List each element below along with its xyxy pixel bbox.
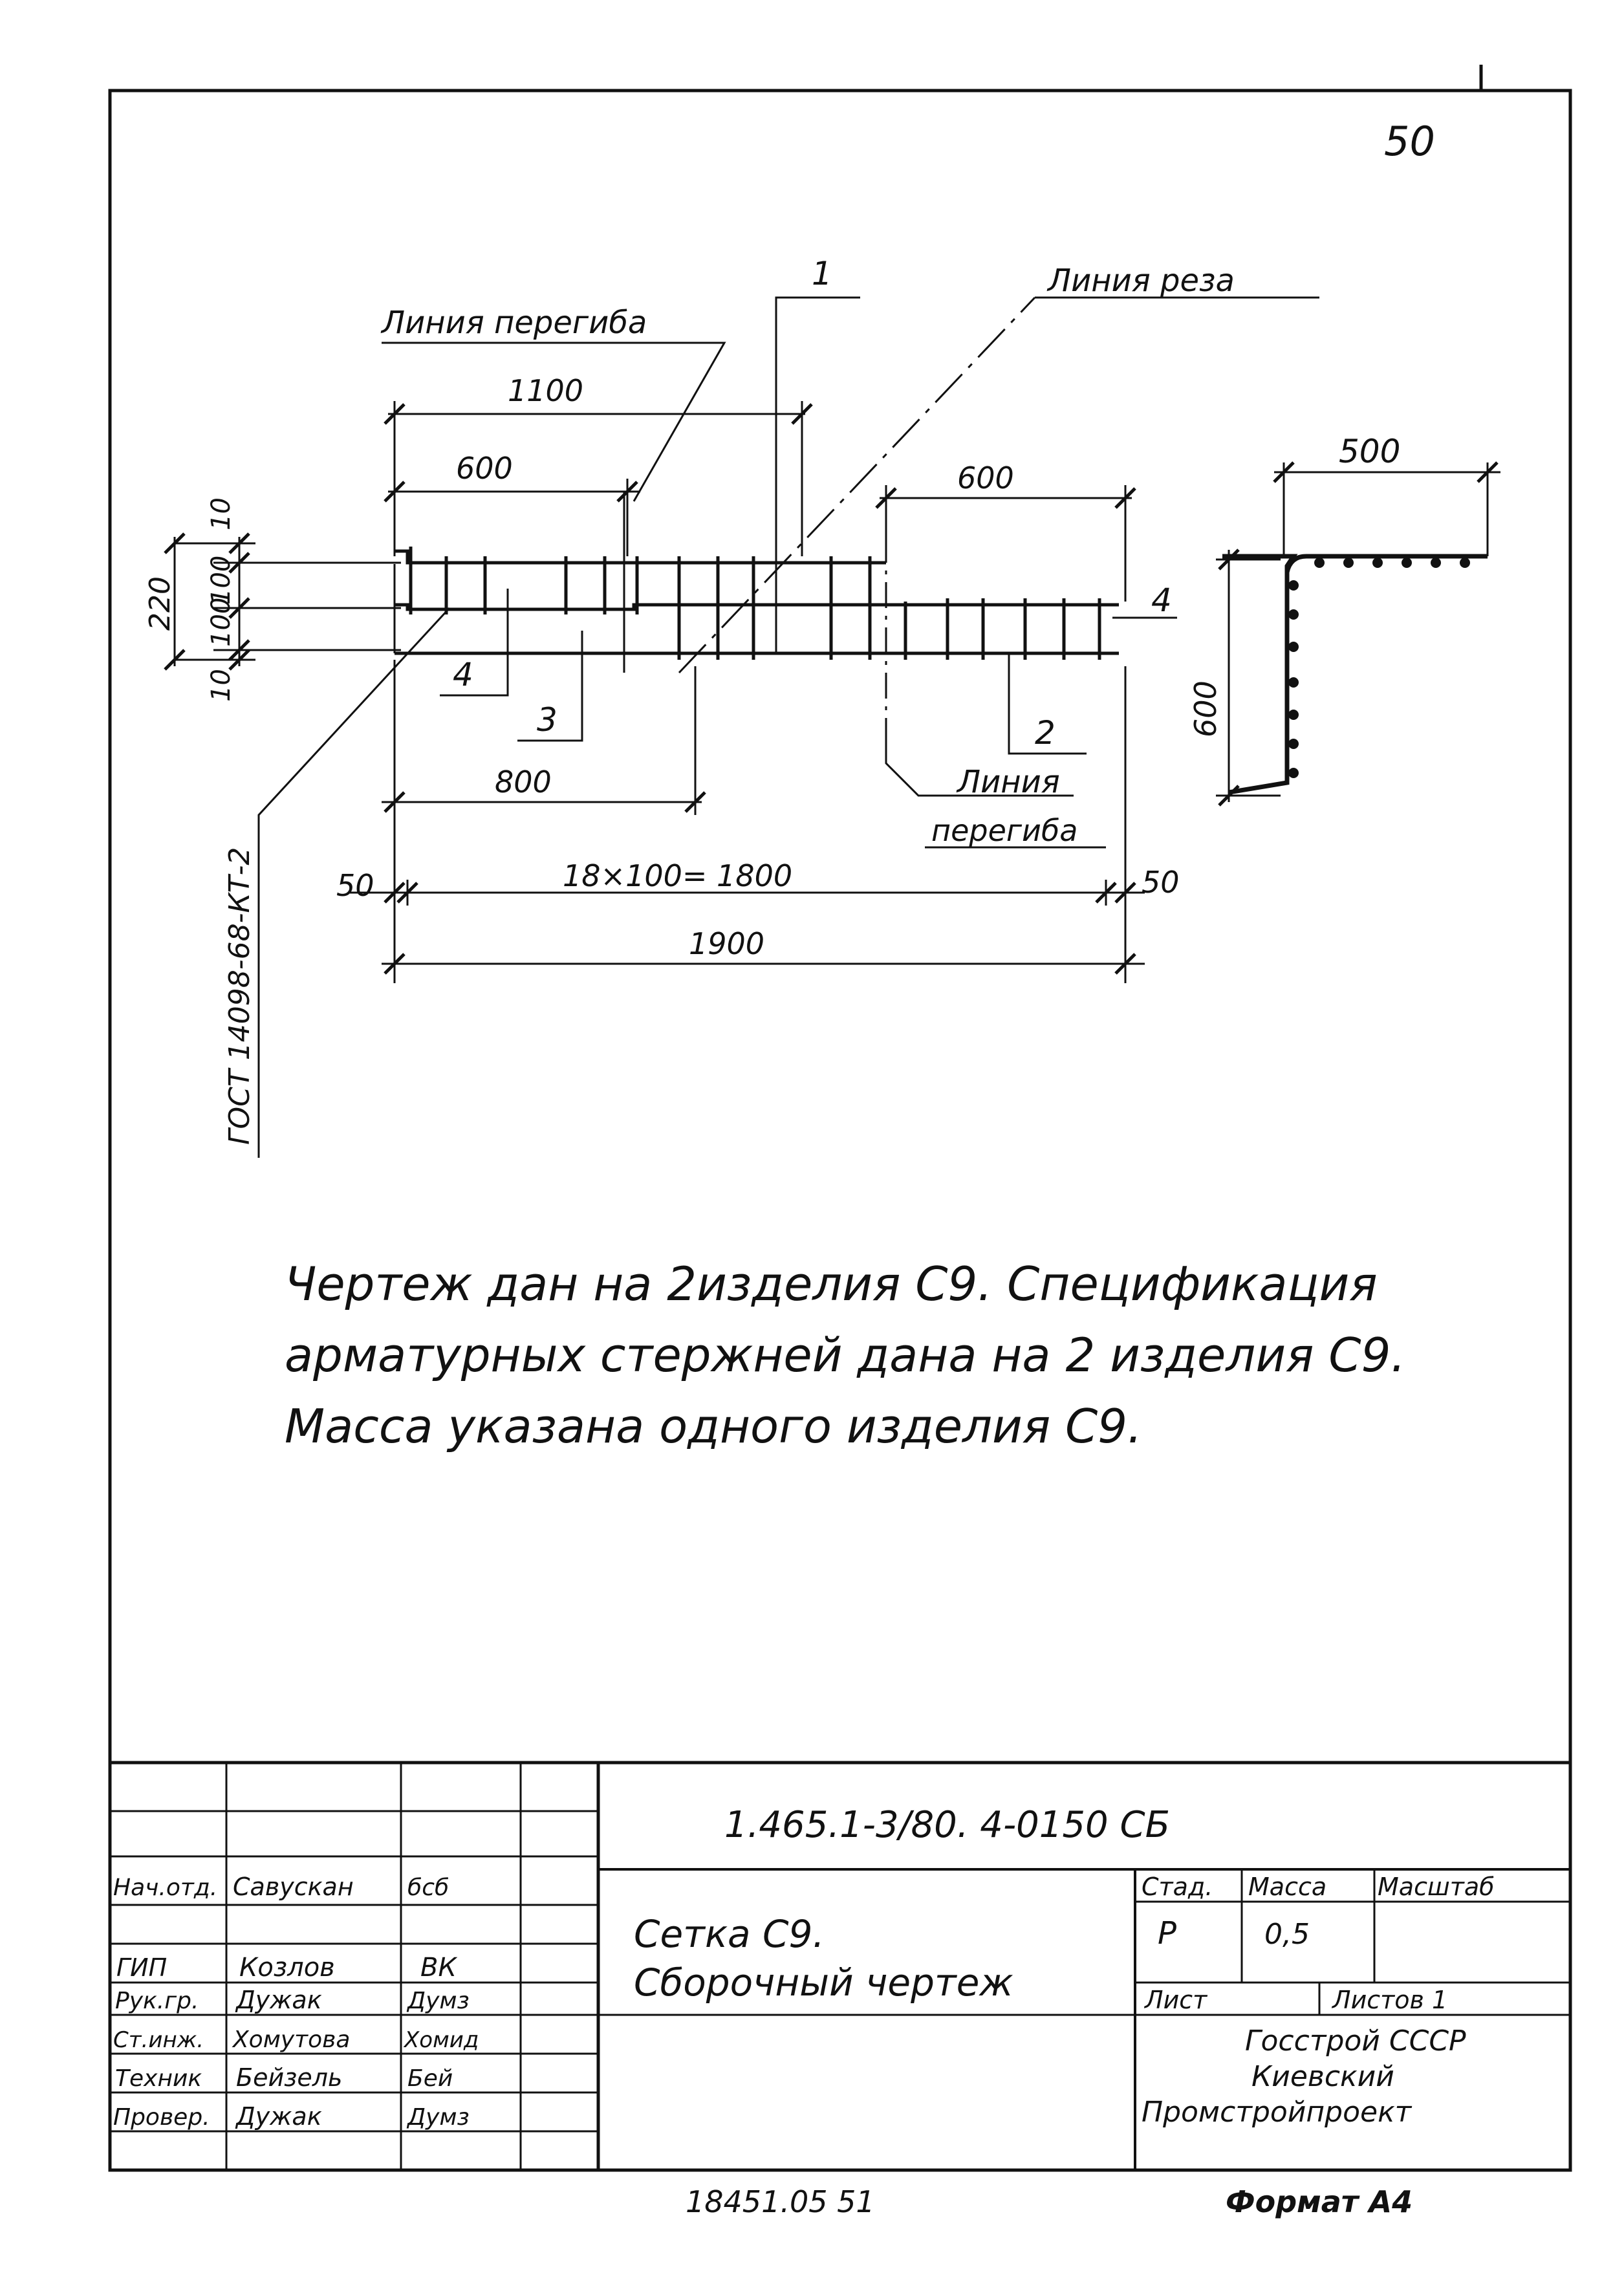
staff-role-4: Ст.инж. — [113, 2027, 204, 2053]
dim-800: 800 — [495, 765, 552, 799]
cut-line — [678, 296, 1319, 674]
dim-50-right: 50 — [1142, 865, 1180, 900]
dim-100-bottom: 100 — [206, 598, 236, 647]
dim-220: 220 — [144, 576, 177, 631]
copy-number: 18451.05 51 — [686, 2184, 875, 2219]
staff-table: Нач.отд. Савускан бсб ГИП Козлов ВК Рук.… — [113, 1873, 479, 2131]
dim-1900: 1900 — [689, 926, 764, 961]
notes-block: Чертеж дан на 2изделия С9. Спецификация … — [285, 1257, 1405, 1453]
dim-1100: 1100 — [508, 373, 583, 408]
drawing-title-line-2: Сборочный чертеж — [634, 1961, 1013, 2005]
page-number: 50 — [1384, 118, 1435, 165]
dim-600-vertical: 600 — [1188, 680, 1223, 737]
bend-line-leader-top — [382, 342, 726, 502]
dim-50-left: 50 — [336, 868, 374, 903]
sheets-label: Листов 1 — [1331, 1986, 1447, 2014]
staff-role-1: Нач.отд. — [113, 1874, 217, 1901]
staff-sign-1: бсб — [407, 1874, 449, 1901]
bend-line-label-right-2: перегиба — [931, 813, 1078, 848]
dim-500: 500 — [1339, 433, 1400, 470]
title-block-grid — [110, 1761, 1570, 2170]
bent-mesh-section — [1222, 554, 1488, 795]
stage-value: Р — [1158, 1915, 1176, 1951]
staff-name-4: Хомутова — [232, 2027, 350, 2053]
org-line-2: Киевский — [1251, 2060, 1394, 2093]
mesh-plan-view — [393, 492, 1119, 797]
position-3: 3 — [537, 701, 558, 739]
staff-name-2: Козлов — [239, 1953, 335, 1983]
bend-line-label-top: Линия перегиба — [380, 305, 647, 341]
staff-role-2: ГИП — [116, 1953, 167, 1982]
sheet-label: Лист — [1143, 1986, 1208, 2014]
note-line-2: арматурных стержней дана на 2 изделия С9… — [285, 1328, 1405, 1382]
staff-sign-4: Хомид — [403, 2027, 479, 2053]
position-4-right: 4 — [1151, 581, 1172, 619]
scale-header: Масштаб — [1378, 1873, 1495, 1901]
position-4-left: 4 — [453, 656, 473, 693]
mass-header: Масса — [1248, 1873, 1326, 1901]
sheet-format: Формат А4 — [1226, 2184, 1413, 2219]
staff-role-6: Провер. — [113, 2104, 210, 2131]
position-1: 1 — [812, 255, 832, 292]
staff-name-6: Дужак — [235, 2102, 322, 2131]
position-2: 2 — [1035, 714, 1056, 752]
sheet-frame — [108, 65, 1572, 2172]
dim-18x100: 18×100= 1800 — [563, 858, 792, 893]
staff-sign-5: Бей — [407, 2065, 453, 2092]
staff-role-3: Рук.гр. — [115, 1988, 199, 2014]
staff-name-1: Савускан — [233, 1873, 354, 1901]
gost-leader — [257, 607, 451, 1158]
staff-sign-6: Думз — [406, 2104, 470, 2131]
cut-line-label: Линия реза — [1046, 263, 1235, 299]
bent-mesh-bar-dots — [1288, 558, 1470, 778]
staff-sign-2: ВК — [420, 1953, 457, 1983]
note-line-3: Масса указана одного изделия С9. — [285, 1399, 1142, 1453]
position-leaders — [440, 296, 1177, 755]
bend-line-label-right-1: Линия — [956, 764, 1060, 800]
staff-sign-3: Думз — [406, 1988, 470, 2014]
dim-600-left: 600 — [456, 451, 513, 486]
org-line-3: Промстройпроект — [1142, 2096, 1413, 2129]
drawing-title-line-1: Сетка С9. — [634, 1912, 825, 1956]
staff-role-5: Техник — [115, 2065, 202, 2092]
staff-name-3: Дужак — [235, 1986, 322, 2014]
note-line-1: Чертеж дан на 2изделия С9. Спецификация — [285, 1257, 1378, 1311]
org-line-1: Госстрой СССР — [1245, 2025, 1466, 2058]
dim-10-bottom: 10 — [206, 669, 236, 702]
gost-label: ГОСТ 14098-68-КТ-2 — [223, 847, 256, 1145]
dim-600-right: 600 — [957, 461, 1014, 495]
transverse-bars — [409, 547, 1101, 660]
doc-code: 1.465.1-3/80. 4-0150 СБ — [724, 1804, 1170, 1846]
stage-header: Стад. — [1142, 1873, 1213, 1901]
dimension-lines — [173, 401, 1500, 983]
dim-100-top: 100 — [206, 556, 236, 605]
dim-10-top: 10 — [206, 497, 236, 530]
staff-name-5: Бейзель — [236, 2063, 342, 2092]
mass-value: 0,5 — [1264, 1918, 1310, 1951]
